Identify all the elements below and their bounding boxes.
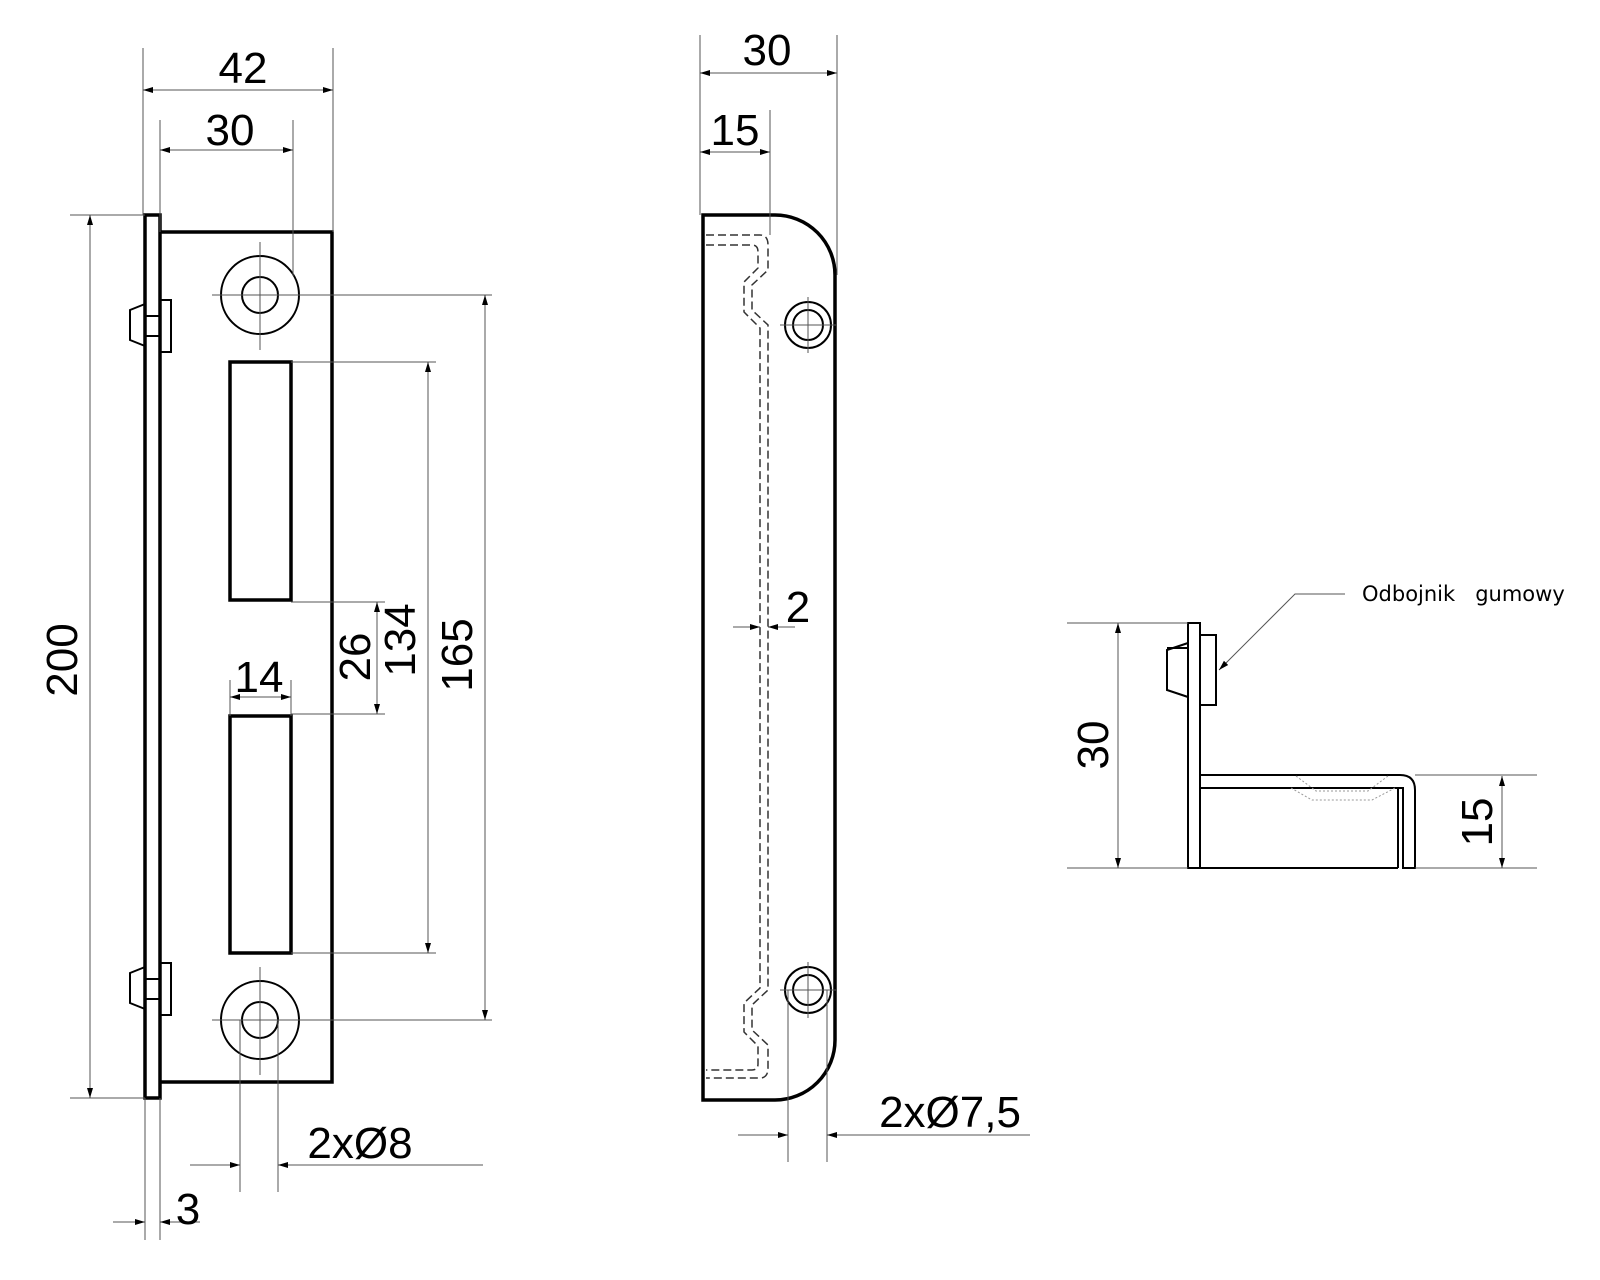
bolt-slot	[228, 714, 293, 955]
screw-hole-top	[212, 242, 308, 350]
callout-leader	[1218, 593, 1345, 671]
front-view: 42 30 200 165 134 26 14 2xØ8 3	[38, 44, 492, 1240]
dim-hole-diameter: 2xØ8	[307, 1119, 412, 1168]
dim-slot-span: 134	[376, 603, 425, 676]
section-bumper	[1166, 634, 1217, 706]
callout-rubber-bumper: Odbojnik gumowy	[1362, 582, 1565, 606]
dim-side-hole-diameter: 2xØ7,5	[879, 1088, 1021, 1137]
section-plate	[1187, 622, 1201, 869]
dim-side-depth: 30	[743, 26, 792, 75]
dim-slot-gap: 26	[331, 633, 380, 682]
rubber-bumper-bottom	[129, 962, 172, 1016]
rubber-bumper-top	[129, 299, 172, 353]
dim-section-height: 30	[1069, 721, 1118, 770]
face-plate-edge	[143, 213, 162, 1100]
dim-plate-thickness: 3	[176, 1185, 200, 1234]
dim-hole-center-distance: 165	[433, 618, 482, 691]
side-screw-hole-top	[780, 297, 836, 353]
side-screw-hole-bottom	[780, 962, 836, 1018]
side-profile	[701, 213, 837, 1102]
dim-side-inner-depth: 15	[711, 106, 760, 155]
section-arm	[1200, 774, 1416, 869]
dim-section-arm-height: 15	[1453, 798, 1502, 847]
strike-body	[160, 230, 334, 1084]
dim-slot-width: 14	[235, 653, 284, 702]
dim-wall-thickness: 2	[786, 583, 810, 632]
section-view: 30 15 Odbojnik gumowy	[1067, 582, 1565, 869]
side-view: 30 15 2 2xØ7,5	[699, 26, 1030, 1162]
screw-hole-bottom	[212, 967, 308, 1075]
dim-hole-spacing-width: 30	[206, 106, 255, 155]
latch-slot	[228, 360, 293, 602]
dim-overall-width: 42	[219, 44, 268, 93]
dim-overall-height: 200	[38, 623, 87, 696]
